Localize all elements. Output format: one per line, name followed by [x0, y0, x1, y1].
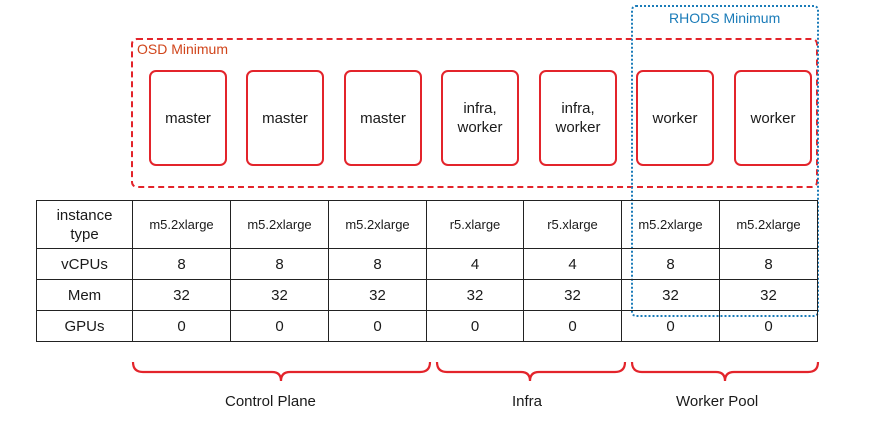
table-row-gpus: GPUs 0 0 0 0 0 0 0: [36, 310, 818, 342]
group-label-infra: Infra: [512, 393, 543, 410]
table-cell: m5.2xlarge: [132, 200, 231, 249]
node-label: master: [262, 109, 308, 127]
osd-minimum-label: OSD Minimum: [137, 41, 229, 57]
node-master-2: master: [246, 70, 324, 166]
node-infra-worker-2: infra, worker: [539, 70, 617, 166]
table-cell: 0: [719, 310, 818, 342]
node-label: worker: [750, 109, 796, 127]
node-label: worker: [652, 109, 698, 127]
row-header-instance-type: instance type: [36, 200, 133, 249]
node-master-1: master: [149, 70, 227, 166]
table-cell: 4: [426, 248, 524, 280]
table-cell: 8: [621, 248, 720, 280]
instance-spec-table: instance type m5.2xlarge m5.2xlarge m5.2…: [36, 200, 818, 342]
row-header-gpus: GPUs: [36, 310, 133, 342]
brace-infra: [435, 361, 627, 382]
group-label-worker-pool: Worker Pool: [676, 393, 759, 410]
table-cell: m5.2xlarge: [230, 200, 329, 249]
group-label-control-plane: Control Plane: [225, 393, 316, 410]
table-cell: 0: [230, 310, 329, 342]
table-cell: 32: [132, 279, 231, 311]
node-worker-1: worker: [636, 70, 714, 166]
table-cell: m5.2xlarge: [719, 200, 818, 249]
table-cell: r5.xlarge: [426, 200, 524, 249]
table-row-vcpus: vCPUs 8 8 8 4 4 8 8: [36, 248, 818, 280]
table-cell: 8: [719, 248, 818, 280]
node-label: master: [360, 109, 406, 127]
table-cell: 8: [132, 248, 231, 280]
node-master-3: master: [344, 70, 422, 166]
table-cell: 0: [426, 310, 524, 342]
node-label: infra, worker: [457, 100, 503, 136]
node-label: infra, worker: [555, 100, 601, 136]
node-label: master: [165, 109, 211, 127]
rhods-minimum-label: RHODS Minimum: [669, 10, 781, 26]
table-row-instance-type: instance type m5.2xlarge m5.2xlarge m5.2…: [36, 200, 818, 249]
table-cell: 32: [523, 279, 622, 311]
node-worker-2: worker: [734, 70, 812, 166]
table-cell: m5.2xlarge: [621, 200, 720, 249]
row-header-vcpus: vCPUs: [36, 248, 133, 280]
table-cell: 0: [328, 310, 427, 342]
table-cell: m5.2xlarge: [328, 200, 427, 249]
brace-control-plane: [131, 361, 432, 382]
table-cell: 0: [132, 310, 231, 342]
table-cell: 0: [523, 310, 622, 342]
table-cell: 0: [621, 310, 720, 342]
brace-worker-pool: [630, 361, 820, 382]
table-cell: 32: [719, 279, 818, 311]
table-row-mem: Mem 32 32 32 32 32 32 32: [36, 279, 818, 311]
node-infra-worker-1: infra, worker: [441, 70, 519, 166]
